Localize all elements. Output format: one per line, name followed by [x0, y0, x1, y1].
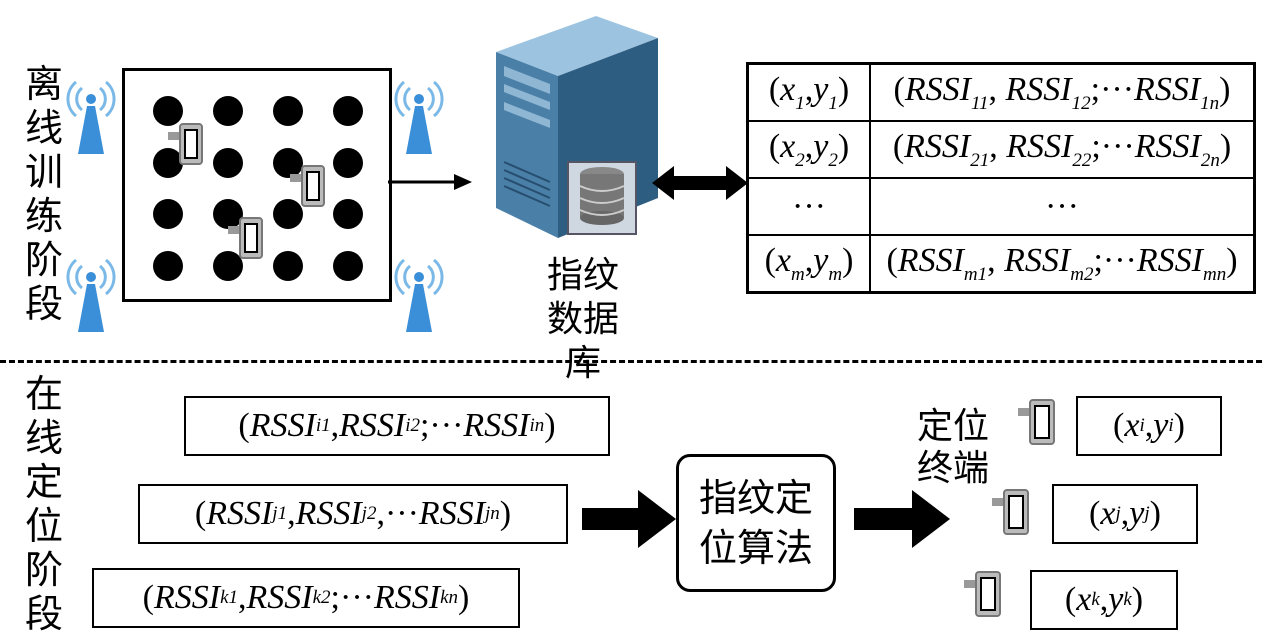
reference-point	[153, 148, 183, 178]
table-row: (xm,ym) (RSSIm1, RSSIm2;···RSSImn)	[746, 234, 1256, 294]
reference-point	[153, 251, 183, 281]
reference-point	[153, 199, 183, 229]
phone-icon	[168, 123, 203, 165]
phone-icon	[228, 217, 263, 259]
reference-point	[333, 148, 363, 178]
reference-point	[273, 96, 303, 126]
rssi-cell: (RSSI21, RSSI22;···RSSI2n)	[869, 120, 1256, 179]
online-stage-label: 在线定位阶段	[24, 372, 63, 636]
arrow-icon	[388, 174, 472, 190]
reference-point	[273, 199, 303, 229]
rssi-cell: (RSSI11, RSSI12;···RSSI1n)	[869, 62, 1256, 122]
table-row: (x1,y1) (RSSI11, RSSI12;···RSSI1n)	[746, 62, 1256, 122]
fingerprint-table: (x1,y1) (RSSI11, RSSI12;···RSSI1n) (x2,y…	[746, 62, 1256, 294]
algorithm-label: 指纹定位算法	[698, 476, 813, 570]
ellipsis-cell: ···	[869, 177, 1256, 236]
terminal-label: 定位终端	[916, 406, 989, 489]
antenna-tower-icon	[66, 80, 116, 154]
reference-point-grid	[122, 68, 392, 302]
reference-point	[213, 251, 243, 281]
algorithm-box: 指纹定位算法	[676, 454, 836, 592]
reference-point	[333, 251, 363, 281]
reference-point	[213, 96, 243, 126]
antenna-tower-icon	[394, 258, 444, 332]
rssi-cell: (RSSIm1, RSSIm2;···RSSImn)	[869, 234, 1256, 294]
phone-icon	[290, 165, 325, 207]
coord-cell: (x1,y1)	[746, 62, 871, 122]
reference-point	[333, 199, 363, 229]
phone-icon	[1018, 399, 1055, 445]
coord-cell: (xm,ym)	[746, 234, 871, 294]
antenna-tower-icon	[394, 80, 444, 154]
arrow-icon	[652, 166, 748, 200]
reference-point	[273, 251, 303, 281]
reference-point	[213, 199, 243, 229]
server-icon	[496, 16, 658, 238]
coord-cell: (x2,y2)	[746, 120, 871, 179]
arrow-icon	[582, 490, 676, 548]
offline-stage-label: 离线训练阶段	[24, 62, 63, 326]
phone-icon	[992, 489, 1029, 535]
arrow-icon	[854, 490, 950, 548]
database-icon	[567, 161, 637, 235]
antenna-tower-icon	[66, 258, 116, 332]
stage-divider	[0, 360, 1262, 363]
ellipsis-cell: ···	[746, 177, 871, 236]
table-row: (x2,y2) (RSSI21, RSSI22;···RSSI2n)	[746, 120, 1256, 179]
reference-point	[333, 96, 363, 126]
database-label: 指纹数据库	[546, 255, 619, 384]
table-row: ··· ···	[746, 177, 1256, 236]
reference-point	[273, 148, 303, 178]
phone-icon	[964, 571, 1001, 617]
reference-point	[153, 96, 183, 126]
reference-point	[213, 148, 243, 178]
